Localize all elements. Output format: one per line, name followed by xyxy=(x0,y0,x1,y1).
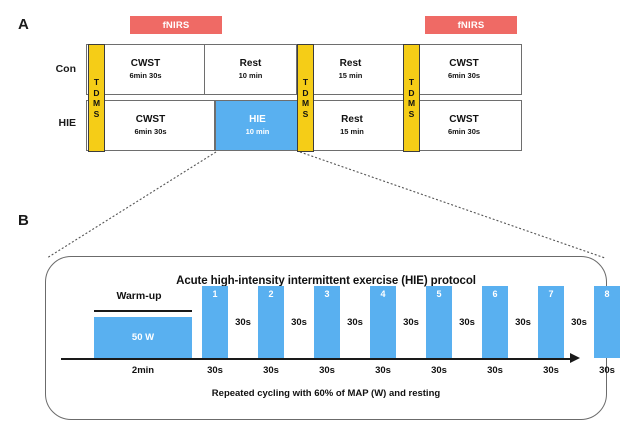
rest-label-4: 30s xyxy=(403,317,419,328)
cell-sub: 15 min xyxy=(340,127,364,136)
tdms-letter-s: S xyxy=(408,108,415,119)
interval-bar-number: 6 xyxy=(492,289,498,299)
interval-bar-number: 2 xyxy=(268,289,274,299)
interval-bar-number: 8 xyxy=(604,289,610,299)
tdms-marker-3: T D M S xyxy=(403,44,420,152)
cell-title: CWST xyxy=(449,114,479,125)
timeline-cell-hie-cwst-pre: CWST 6min 30s xyxy=(87,101,215,150)
timeline-cell-con-cwst-post: CWST 6min 30s xyxy=(405,45,523,94)
hie-protocol-chart: Warm-up 50 W 2min 1 2 3 4 5 6 xyxy=(46,257,620,421)
interval-bar-7: 7 xyxy=(538,286,564,358)
cell-title: CWST xyxy=(130,58,161,69)
tdms-letter-m: M xyxy=(301,98,310,108)
time-axis-line xyxy=(61,358,571,360)
panel-b: Acute high-intensity intermittent exerci… xyxy=(45,256,620,421)
interval-bar-8: 8 xyxy=(594,286,620,358)
interval-bar-1: 1 xyxy=(202,286,228,358)
warmup-power-label: 50 W xyxy=(131,332,155,343)
interval-bar-5: 5 xyxy=(426,286,452,358)
warmup-bar: 50 W xyxy=(94,317,192,358)
cell-sub: 10 min xyxy=(245,127,270,136)
timeline-cell-hie-cwst-post: CWST 6min 30s xyxy=(405,101,523,150)
tick-label-2: 30s xyxy=(263,365,279,376)
cell-sub: 6min 30s xyxy=(447,71,481,80)
row-label-con: Con xyxy=(55,63,76,75)
interval-bar-2: 2 xyxy=(258,286,284,358)
panel-b-caption: Repeated cycling with 60% of MAP (W) and… xyxy=(211,388,441,399)
cell-title: Rest xyxy=(339,58,362,69)
tdms-letter-t: T xyxy=(302,77,309,87)
cell-sub: 6min 30s xyxy=(134,127,167,136)
cell-title: CWST xyxy=(135,114,166,125)
cell-sub: 6min 30s xyxy=(129,71,162,80)
tick-label-warmup: 2min xyxy=(131,365,155,376)
tick-label-4: 30s xyxy=(375,365,391,376)
tdms-letter-d: D xyxy=(408,87,415,98)
timeline-cell-con-cwst-pre: CWST 6min 30s xyxy=(87,45,205,94)
cell-sub: 10 min xyxy=(238,71,263,80)
cell-sub: 6min 30s xyxy=(447,127,481,136)
rest-label-7: 30s xyxy=(571,317,587,328)
tdms-marker-1: T D M S xyxy=(88,44,105,152)
tdms-letter-m: M xyxy=(92,98,101,108)
fnirs-bar-pre: fNIRS xyxy=(130,16,222,34)
tdms-letter-s: S xyxy=(93,108,100,119)
tdms-marker-2: T D M S xyxy=(297,44,314,152)
cell-title: CWST xyxy=(449,58,479,69)
fnirs-bar-post: fNIRS xyxy=(425,16,517,34)
cell-title: Rest xyxy=(341,114,363,125)
panel-b-title: Acute high-intensity intermittent exerci… xyxy=(176,275,476,287)
tick-label-7: 30s xyxy=(543,365,559,376)
tdms-letter-m: M xyxy=(407,98,416,108)
timeline-cell-con-rest-10: Rest 10 min xyxy=(205,45,297,94)
time-axis-arrow xyxy=(570,353,580,363)
timeline-cell-hie-rest-15: Rest 15 min xyxy=(300,101,405,150)
interval-bar-number: 7 xyxy=(548,289,554,299)
interval-bar-number: 4 xyxy=(380,289,386,299)
rest-label-1: 30s xyxy=(235,317,251,328)
warmup-label: Warm-up xyxy=(116,290,162,302)
cell-title: HIE xyxy=(249,114,266,125)
tdms-letter-t: T xyxy=(408,77,415,87)
interval-bar-number: 1 xyxy=(212,289,218,299)
panel-b-letter: B xyxy=(18,212,30,229)
tick-label-3: 30s xyxy=(319,365,335,376)
rest-label-6: 30s xyxy=(515,317,531,328)
interval-bar-4: 4 xyxy=(370,286,396,358)
rest-label-2: 30s xyxy=(291,317,307,328)
cell-title: Rest xyxy=(239,58,262,69)
tick-label-1: 30s xyxy=(207,365,223,376)
interval-bar-3: 3 xyxy=(314,286,340,358)
tdms-letter-d: D xyxy=(302,87,309,98)
timeline-cell-hie-exercise: HIE 10 min xyxy=(215,101,300,150)
panel-a: A fNIRS fNIRS Con HIE CWST 6min 30s Rest… xyxy=(0,0,624,200)
rest-label-3: 30s xyxy=(347,317,363,328)
interval-bar-number: 3 xyxy=(324,289,330,299)
tdms-letter-s: S xyxy=(302,108,309,119)
warmup-rule xyxy=(94,310,192,312)
interval-bar-number: 5 xyxy=(436,289,442,299)
interval-bar-6: 6 xyxy=(482,286,508,358)
rest-label-5: 30s xyxy=(459,317,475,328)
panel-a-letter: A xyxy=(18,16,30,33)
tdms-letter-t: T xyxy=(93,77,100,87)
tick-label-8: 30s xyxy=(599,365,615,376)
row-label-hie: HIE xyxy=(58,117,76,129)
tdms-letter-d: D xyxy=(93,87,100,98)
tick-label-5: 30s xyxy=(431,365,447,376)
rest-label-8: 30s xyxy=(620,317,624,328)
tick-label-6: 30s xyxy=(487,365,503,376)
cell-sub: 15 min xyxy=(338,71,363,80)
